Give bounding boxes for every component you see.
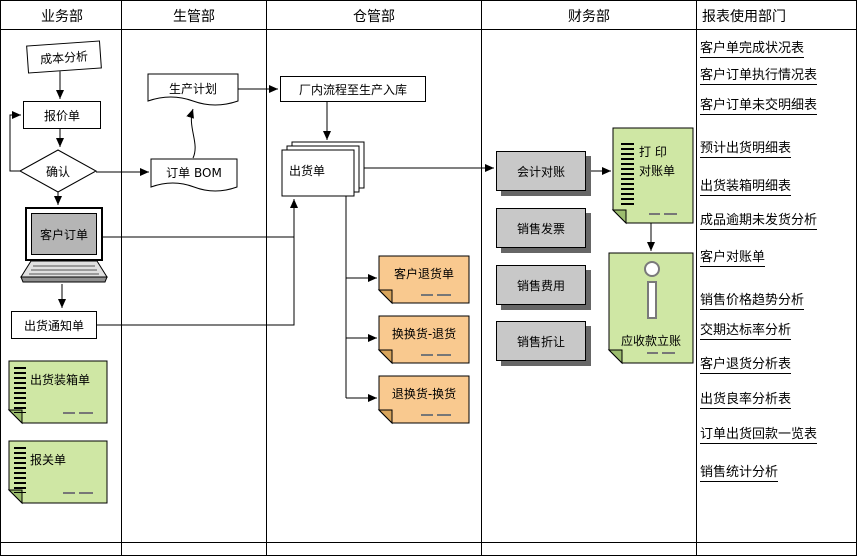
lane-title-warehouse: 仓管部	[353, 9, 395, 25]
sales-expense-box: 销售费用	[496, 265, 586, 305]
report-link[interactable]: 成品逾期未发货分析	[700, 209, 818, 230]
customer-return-label: 客户退货单	[393, 266, 454, 281]
report-link[interactable]: 客户退货分析表	[700, 353, 792, 374]
return-exchange-note-fold	[377, 409, 393, 425]
exchange-return-label: 换换货-退货	[391, 326, 457, 341]
sales-allowance-box: 销售折让	[496, 321, 586, 361]
lane-title-business: 业务部	[41, 9, 83, 25]
report-link[interactable]: 销售统计分析	[700, 461, 779, 482]
packing-list-label: 出货装箱单	[30, 372, 91, 387]
info-icon	[647, 281, 657, 319]
customer-return-note-fold	[377, 289, 393, 305]
receivable-note-fold	[607, 349, 623, 365]
sales-invoice-box: 销售发票	[496, 208, 586, 248]
report-link[interactable]: 预计出货明细表	[700, 137, 792, 158]
order-bom-label: 订单 BOM	[166, 165, 222, 180]
report-link[interactable]: 客户对账单	[700, 246, 766, 267]
exchange-return-note-shape	[378, 315, 470, 364]
return-exchange-label: 退换货-换货	[391, 386, 457, 401]
packing-list-note-shape	[8, 360, 108, 424]
shipping-notice-box: 出货通知单	[11, 311, 97, 339]
report-link[interactable]: 客户订单执行情况表	[700, 64, 818, 85]
print-statement-note-fold	[611, 209, 627, 225]
note-signature-dashes	[63, 213, 677, 494]
customs-form-label: 报关单	[30, 452, 67, 467]
lane-title-finance: 财务部	[568, 9, 610, 25]
barcode-icon	[14, 447, 26, 493]
customer-return-note-shape	[378, 255, 470, 304]
production-plan-label: 生产计划	[168, 81, 217, 96]
confirm-label: 确认	[45, 164, 70, 179]
customer-order-terminal: 客户订单	[25, 207, 103, 261]
production-plan-shape	[147, 73, 239, 106]
shipping-order-stack-front	[281, 149, 355, 197]
exchange-return-note-fold	[377, 349, 393, 365]
info-icon	[644, 261, 660, 277]
barcode-icon	[14, 367, 26, 413]
report-link[interactable]: 订单出货回款一览表	[700, 423, 818, 444]
confirm-diamond-shape	[18, 149, 98, 193]
lane-title-report-users: 报表使用部门	[702, 9, 786, 25]
print-statement-label-line2: 对账单	[639, 163, 676, 178]
factory-inbound-box: 厂内流程至生产入库	[280, 76, 426, 102]
report-link[interactable]: 销售价格趋势分析	[700, 289, 805, 310]
keyboard-front-shape	[20, 276, 108, 283]
report-link[interactable]: 交期达标率分析	[700, 319, 792, 340]
keyboard-shape	[20, 260, 108, 278]
order-bom-shape	[150, 158, 238, 192]
flow-arrows	[9, 71, 655, 402]
print-statement-label-line1: 打 印	[639, 144, 667, 159]
report-link[interactable]: 客户单完成状况表	[700, 37, 805, 58]
quotation-box: 报价单	[23, 101, 101, 129]
receivable-posting-label: 应收款立账	[620, 333, 681, 348]
report-link[interactable]: 出货良率分析表	[700, 388, 792, 409]
customs-form-note-shape	[8, 440, 108, 504]
shipping-order-label: 出货单	[289, 163, 326, 178]
cost-analysis-box: 成本分析	[26, 40, 102, 74]
report-link[interactable]: 客户订单未交明细表	[700, 94, 818, 115]
lane-title-production: 生管部	[173, 9, 215, 25]
printer-lines-icon	[621, 143, 634, 205]
customer-order-screen: 客户订单	[31, 213, 97, 255]
return-exchange-note-shape	[378, 375, 470, 424]
shape-outlines	[7, 73, 694, 505]
report-link[interactable]: 出货装箱明细表	[700, 175, 792, 196]
account-reconcile-box: 会计对账	[496, 151, 586, 191]
